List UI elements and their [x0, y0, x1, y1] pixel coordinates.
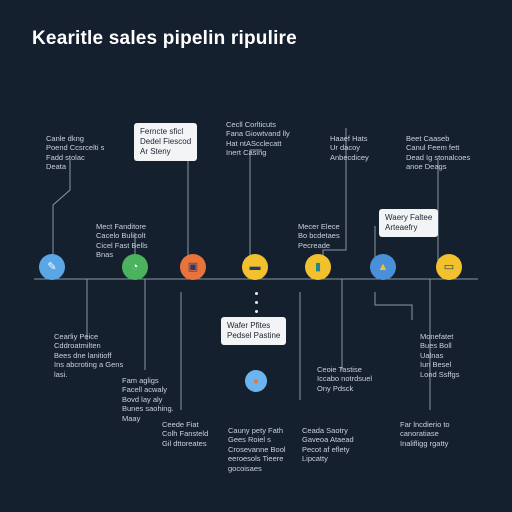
card-icon: ▭ — [443, 260, 455, 273]
dotted-connector — [255, 292, 258, 319]
stage-node-bottle[interactable]: ▲ — [370, 254, 396, 280]
callout-right: Waery Faltee Arteaefry — [379, 209, 439, 237]
diagram-title: Kearitle sales pipelin ripulire — [32, 28, 297, 49]
connector — [249, 149, 262, 266]
callout-top-left: Ferncte sficl Dedel Fiescod Ar Steny — [134, 123, 198, 161]
screen-icon: ▣ — [187, 260, 199, 273]
stage-node-chat[interactable]: ◔ — [122, 254, 148, 280]
stage-node-card[interactable]: ▭ — [436, 254, 462, 280]
drop-icon: ● — [253, 375, 259, 386]
monitor-icon: ▬ — [249, 260, 261, 273]
book-icon: ▮ — [314, 260, 322, 273]
connector — [374, 292, 413, 320]
bottle-icon: ▲ — [377, 260, 389, 273]
callout-lower: Wafer Pfites Pedsel Pastine — [221, 317, 287, 345]
stage-node-drop[interactable]: ● — [245, 370, 267, 392]
stage-node-monitor[interactable]: ▬ — [242, 254, 268, 280]
stage-node-book[interactable]: ▮ — [305, 254, 331, 280]
stage-node-screen[interactable]: ▣ — [180, 254, 206, 280]
connector — [52, 160, 71, 266]
pen-icon: ✎ — [47, 260, 57, 273]
stage-node-pen[interactable]: ✎ — [39, 254, 65, 280]
chat-icon: ◔ — [131, 260, 139, 273]
